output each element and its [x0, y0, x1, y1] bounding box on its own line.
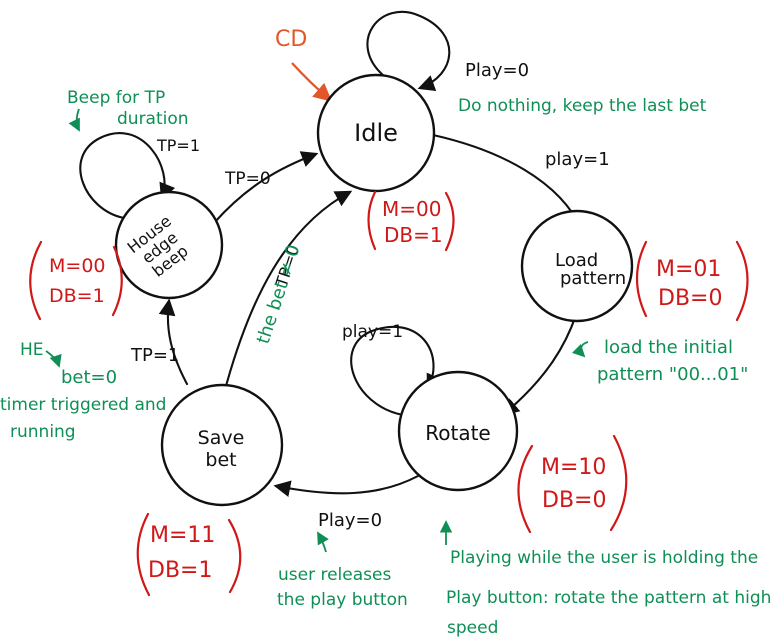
- load-output-bracket-right: [735, 240, 749, 322]
- transition-label-rotate-self: play=1: [342, 322, 403, 342]
- note-he-3: timer triggered and: [0, 395, 166, 415]
- state-label-rotate: Rotate: [425, 421, 490, 445]
- state-label-load-1: Load: [555, 250, 598, 271]
- note-release-pointer: [317, 531, 329, 553]
- reset-arrow: [291, 62, 333, 102]
- state-nodes: [114, 73, 634, 507]
- edge-save-to-house: [158, 298, 189, 386]
- state-node-load: [520, 209, 634, 323]
- save-output-bracket-left: [136, 512, 151, 597]
- edge-house-self: [79, 132, 176, 220]
- notes: Do nothing, keep the last bet Beep for T…: [0, 88, 771, 638]
- edge-save-to-idle: [224, 190, 353, 388]
- load-output-bracket-left: [636, 240, 648, 318]
- note-load-1: load the initial: [604, 337, 733, 358]
- note-release-1: user releases: [278, 565, 391, 585]
- save-output-1: M=11: [150, 523, 215, 548]
- idle-output-1: M=00: [382, 197, 441, 221]
- load-output-2: DB=0: [658, 286, 722, 311]
- note-playing-2: Play button: rotate the pattern at high: [446, 588, 771, 608]
- idle-output-bracket-left: [367, 190, 377, 251]
- transition-label-save-to-house: TP=1: [130, 345, 179, 366]
- note-idle: Do nothing, keep the last bet: [458, 96, 707, 116]
- transition-label-house-self: TP=1: [156, 136, 200, 155]
- house-output-bracket-left: [29, 240, 43, 321]
- rotate-output-bracket-left: [517, 444, 534, 534]
- state-outputs: M=00 DB=1 M=01 DB=0 M=10 DB=0 M=11 DB=1 …: [29, 190, 749, 597]
- edge-rotate-to-save: [273, 474, 420, 497]
- rotate-output-2: DB=0: [542, 488, 606, 513]
- state-node-rotate: [397, 370, 519, 492]
- load-output-1: M=01: [656, 257, 721, 282]
- transition-label-idle-self: Play=0: [465, 60, 529, 81]
- edge-house-to-idle: [212, 151, 319, 225]
- state-node-house: [114, 190, 224, 300]
- state-node-idle: [316, 73, 436, 193]
- note-load-2: pattern "00...01": [597, 364, 748, 385]
- rotate-output-1: M=10: [541, 455, 606, 480]
- state-label-save-1: Save: [198, 427, 245, 449]
- note-house-1: Beep for TP: [67, 88, 165, 108]
- note-playing-1: Playing while the user is holding the: [450, 548, 758, 568]
- edge-rotate-self: [350, 325, 442, 417]
- transition-label-idle-to-load: play=1: [545, 149, 610, 170]
- save-output-2: DB=1: [148, 558, 212, 583]
- transition-edges: [79, 10, 584, 497]
- note-he-2: bet=0: [61, 367, 117, 388]
- transition-label-house-to-idle: TP=0: [224, 169, 271, 189]
- note-release-2: the play button: [277, 590, 408, 610]
- edge-idle-self: [366, 10, 451, 92]
- state-label-save-2: bet: [205, 449, 236, 471]
- note-house-pointer: [68, 108, 80, 132]
- rotate-output-bracket-right: [609, 434, 628, 532]
- state-label-idle: Idle: [354, 119, 398, 147]
- edge-load-to-rotate: [502, 313, 578, 416]
- save-output-bracket-right: [227, 518, 242, 594]
- state-label-load-2: pattern: [560, 268, 626, 289]
- house-output-1: M=00: [49, 255, 106, 277]
- house-output-bracket-right: [111, 245, 123, 317]
- house-output-2: DB=1: [49, 285, 105, 307]
- reset-label: CD: [275, 27, 307, 52]
- note-playing-3: speed: [447, 618, 498, 638]
- note-house-2: duration: [117, 109, 189, 129]
- note-he-pointer: [45, 350, 62, 368]
- transition-label-rotate-to-save: Play=0: [318, 510, 382, 531]
- note-load-pointer: [571, 341, 589, 358]
- idle-output-bracket-right: [444, 191, 455, 252]
- state-node-save: [160, 383, 284, 507]
- idle-output-2: DB=1: [384, 223, 443, 247]
- note-he-4: running: [10, 422, 76, 442]
- reset-marker: CD: [275, 27, 333, 102]
- note-he-1: HE: [20, 340, 44, 360]
